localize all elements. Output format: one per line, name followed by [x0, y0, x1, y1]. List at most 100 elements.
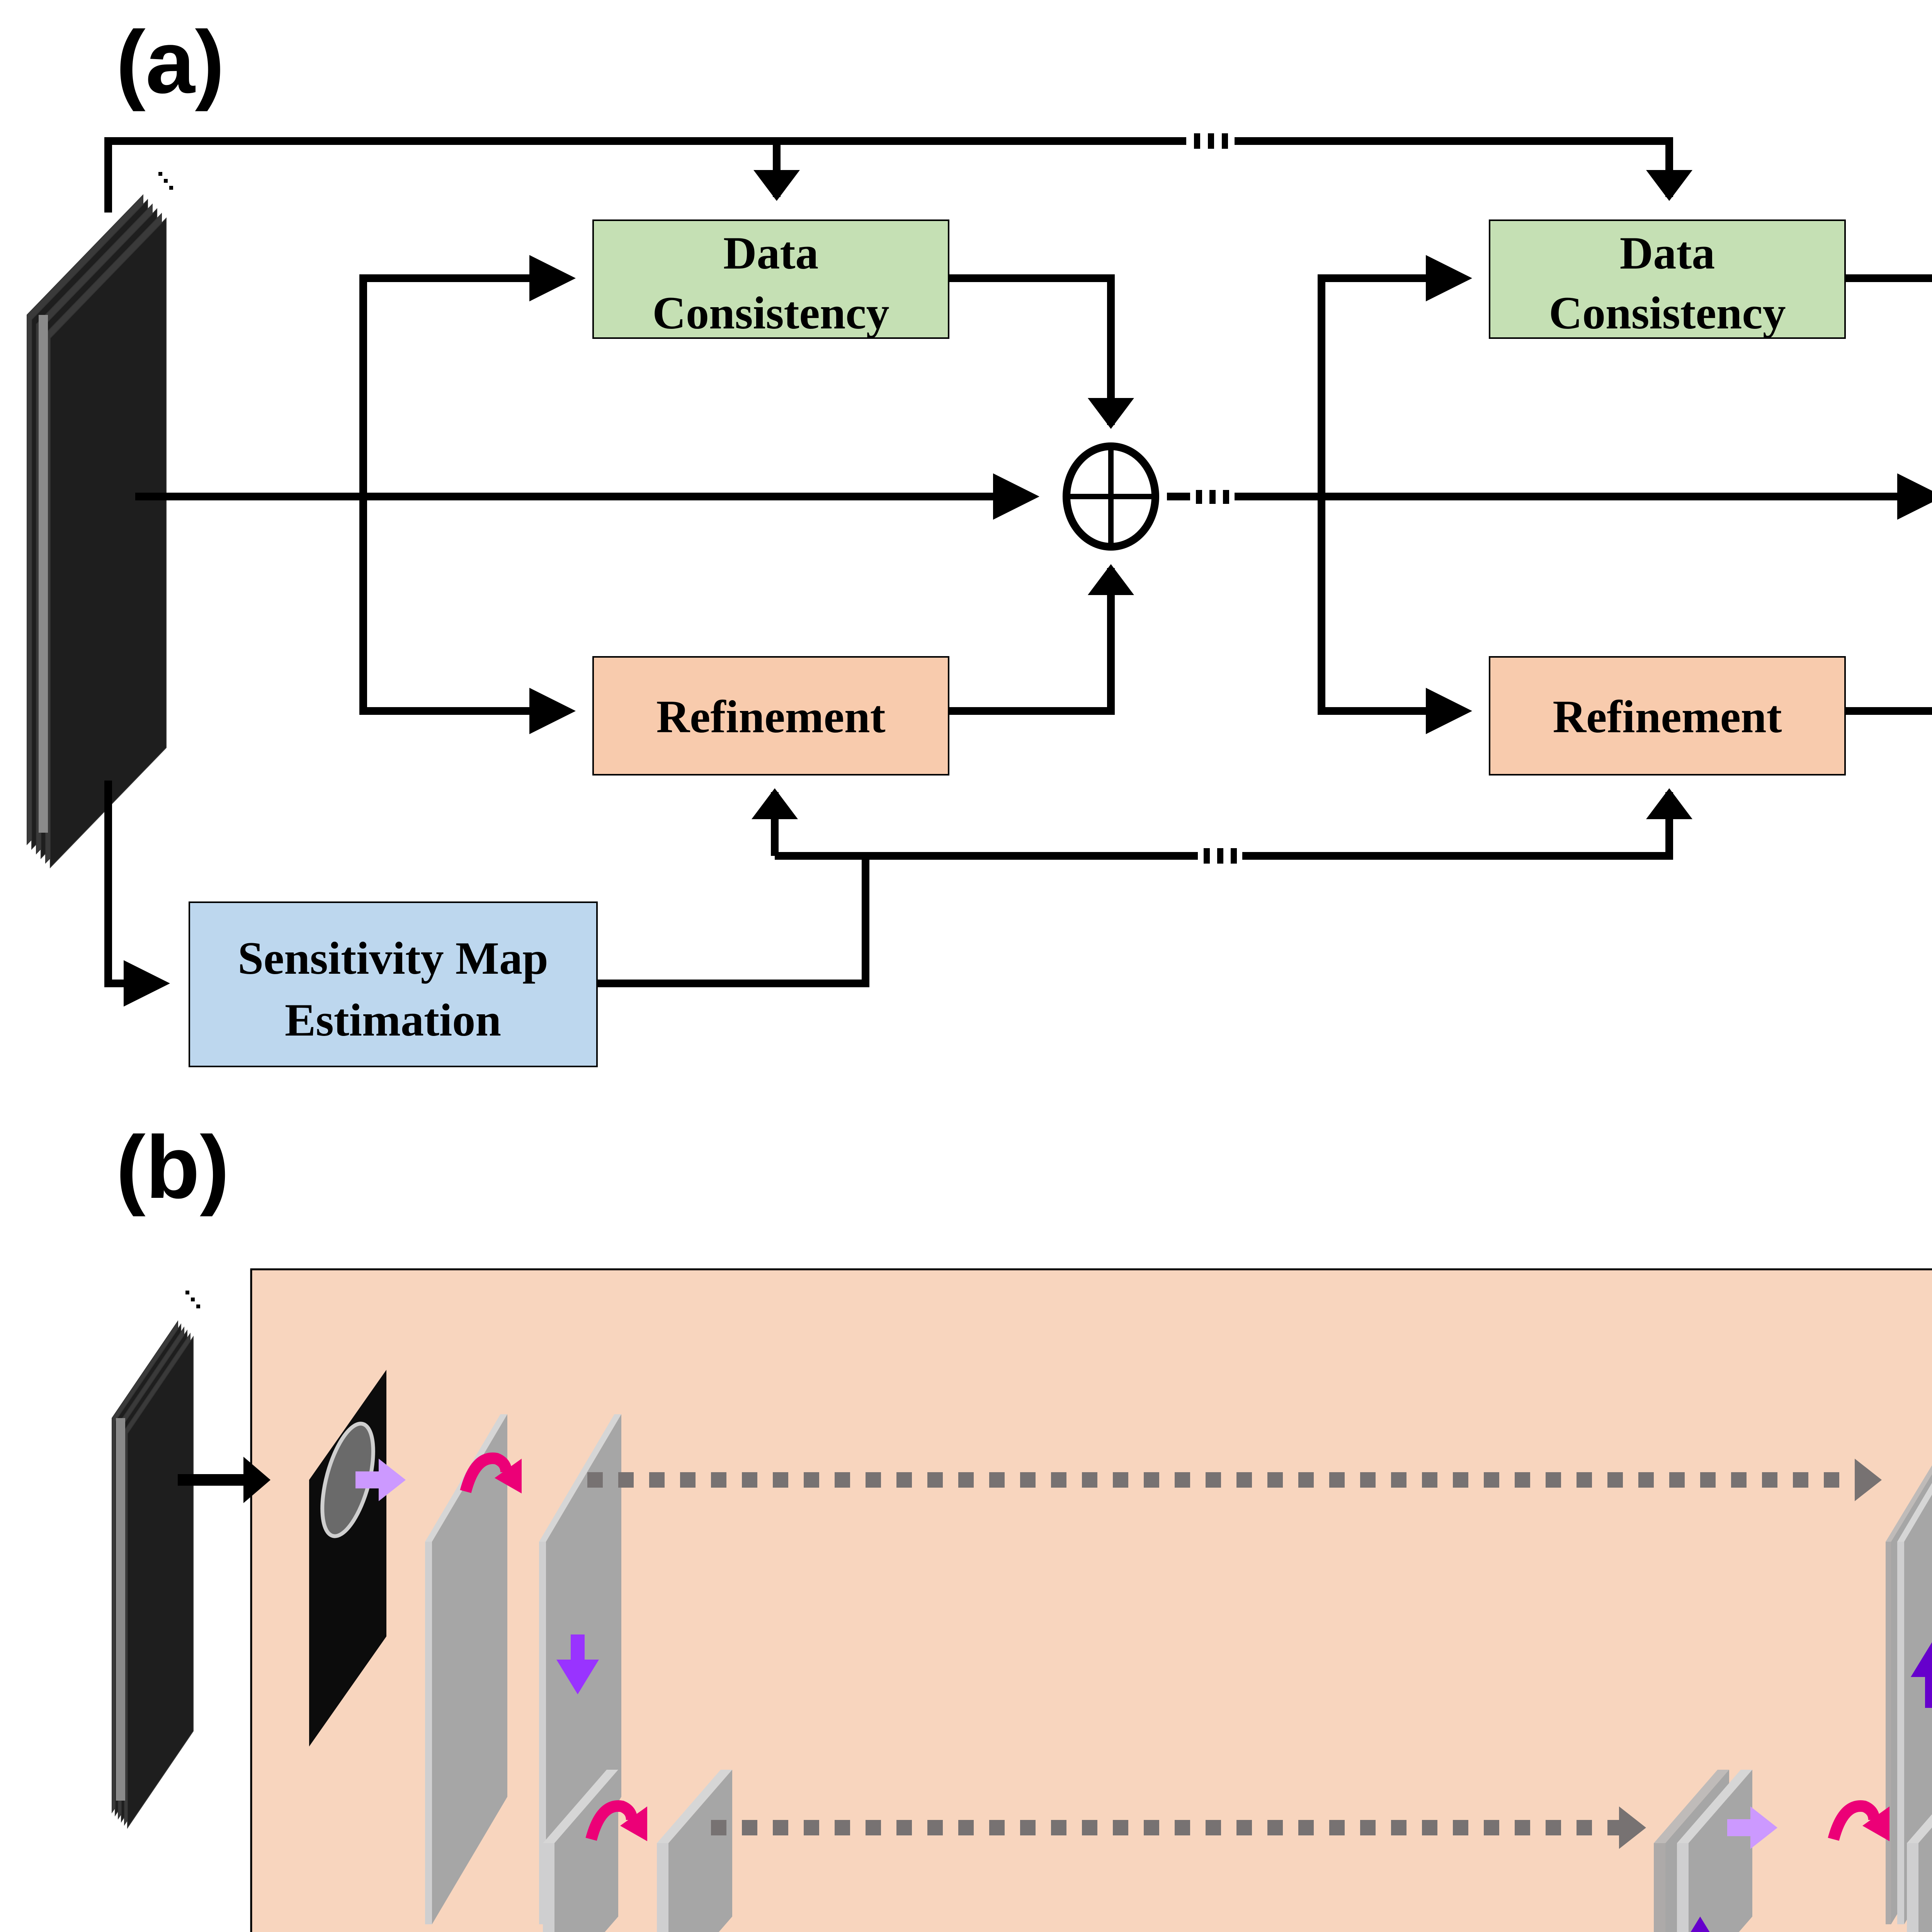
skip-1-dash: [1793, 1472, 1808, 1488]
skip-1-dash: [1020, 1472, 1036, 1488]
up-arrow-head: [1911, 1642, 1932, 1677]
ode-arrow-head: [495, 1459, 522, 1493]
skip-2-dash: [1329, 1820, 1345, 1835]
refinement-label-1: Refinement: [656, 691, 885, 742]
unet-input-kspace-stack: [112, 1291, 200, 1829]
block-side: [432, 1414, 507, 1924]
skip-1-dash: [1236, 1472, 1252, 1488]
skip-1-dash: [989, 1472, 1005, 1488]
conv-arrow-head: [379, 1459, 406, 1501]
skip-2-dash: [866, 1820, 881, 1835]
conv-arrow: [355, 1471, 379, 1488]
sensitivity-path: Sensitivity Map Estimation: [104, 781, 1692, 1067]
block-top: [1886, 1465, 1932, 1542]
down-arrow: [571, 1634, 585, 1660]
sensitivity-map-block: [189, 901, 598, 1067]
skip-1-dash: [1206, 1472, 1221, 1488]
block-front: [657, 1843, 668, 1932]
data-consistency-label-1b: Consistency: [652, 287, 889, 338]
up-arrow: [1925, 1677, 1932, 1708]
skip-1-dash: [958, 1472, 974, 1488]
block-front: [1897, 1542, 1904, 1924]
skip-1-head: [1855, 1459, 1882, 1501]
skip-1-dash: [866, 1472, 881, 1488]
skip-2-dash: [927, 1820, 943, 1835]
panel-b-label: (b): [116, 1117, 230, 1217]
skip-2-dash: [1206, 1820, 1221, 1835]
skip-1-dash: [1731, 1472, 1747, 1488]
block-top: [543, 1770, 618, 1843]
block-top: [657, 1770, 732, 1843]
block-top: [1677, 1770, 1752, 1843]
data-consistency-label-1a: Data: [723, 227, 819, 279]
unet-io-arrows: [178, 1457, 270, 1503]
kspace-broadcast-top-line: [104, 133, 1692, 213]
ellipsis-dot: [164, 179, 168, 183]
block-front: [539, 1542, 546, 1924]
block-side: [1689, 1770, 1752, 1932]
skip-1-dash: [649, 1472, 665, 1488]
skip-1-dash: [1113, 1472, 1128, 1488]
skip-1-dash: [1669, 1472, 1685, 1488]
refinement-label-2: Refinement: [1553, 691, 1782, 742]
coil-slice: [127, 1335, 194, 1829]
skip-1-dash: [1422, 1472, 1437, 1488]
skip-2-dash: [1236, 1820, 1252, 1835]
skip-2-dash: [711, 1820, 726, 1835]
skip-1-dash: [835, 1472, 850, 1488]
conv-arrow: [1727, 1819, 1750, 1836]
skip-2-dash: [1267, 1820, 1283, 1835]
skip-1-dash: [927, 1472, 943, 1488]
refinement-block-1: [592, 656, 949, 776]
skip-2-dash: [804, 1820, 819, 1835]
skip-2-dash: [1422, 1820, 1437, 1835]
skip-1-dash: [711, 1472, 726, 1488]
data-consistency-label-2a: Data: [1620, 227, 1715, 279]
skip-1-dash: [1082, 1472, 1097, 1488]
skip-1-dash: [587, 1472, 603, 1488]
block-front: [1886, 1542, 1891, 1924]
block-front: [1654, 1843, 1665, 1932]
panel-a-label: (a): [116, 12, 224, 112]
skip-1-dash: [742, 1472, 757, 1488]
skip-1-dash: [1051, 1472, 1066, 1488]
skip-1-dash: [804, 1472, 819, 1488]
skip-2-dash: [1082, 1820, 1097, 1835]
kspace-center-line: [116, 1418, 125, 1801]
skip-2-dash: [1391, 1820, 1406, 1835]
data-consistency-block-2: [1489, 219, 1846, 339]
ode-arrow: [585, 1800, 638, 1841]
skip-2-dash: [1298, 1820, 1314, 1835]
skip-2-dash: [1020, 1820, 1036, 1835]
block-top: [1897, 1483, 1932, 1542]
block-front: [425, 1542, 432, 1924]
unet-input-image: [309, 1370, 386, 1747]
data-consistency-label-2b: Consistency: [1549, 287, 1786, 338]
skip-1-dash: [1329, 1472, 1345, 1488]
skip-1-dash: [1638, 1472, 1654, 1488]
ode-arrow: [1828, 1800, 1880, 1841]
skip-1-dash: [1484, 1472, 1499, 1488]
cascade-2: Data Consistency Refinement: [1318, 219, 1932, 776]
ode-arrow-head: [1862, 1806, 1889, 1841]
skip-1-dash: [896, 1472, 912, 1488]
kspace-center-line: [39, 315, 48, 833]
skip-1-dash: [1144, 1472, 1159, 1488]
conv-arrow-head: [1750, 1806, 1777, 1849]
sensitivity-label-1: Sensitivity Map: [238, 932, 548, 984]
skip-2-dash: [1453, 1820, 1468, 1835]
skip-1-dash: [1298, 1472, 1314, 1488]
block-top: [1654, 1770, 1729, 1843]
sum-node-1: [1063, 442, 1159, 551]
up-arrow-head: [1690, 1917, 1710, 1932]
skip-1-dash: [1515, 1472, 1530, 1488]
refinement-block-2: [1489, 656, 1846, 776]
skip-1-dash: [1453, 1472, 1468, 1488]
data-consistency-block-1: [592, 219, 949, 339]
block-side: [1904, 1495, 1932, 1924]
ode-arrow-head: [620, 1806, 647, 1841]
skip-1-dash: [680, 1472, 696, 1488]
skip-2-dash: [835, 1820, 850, 1835]
skip-2-dash: [1577, 1820, 1592, 1835]
